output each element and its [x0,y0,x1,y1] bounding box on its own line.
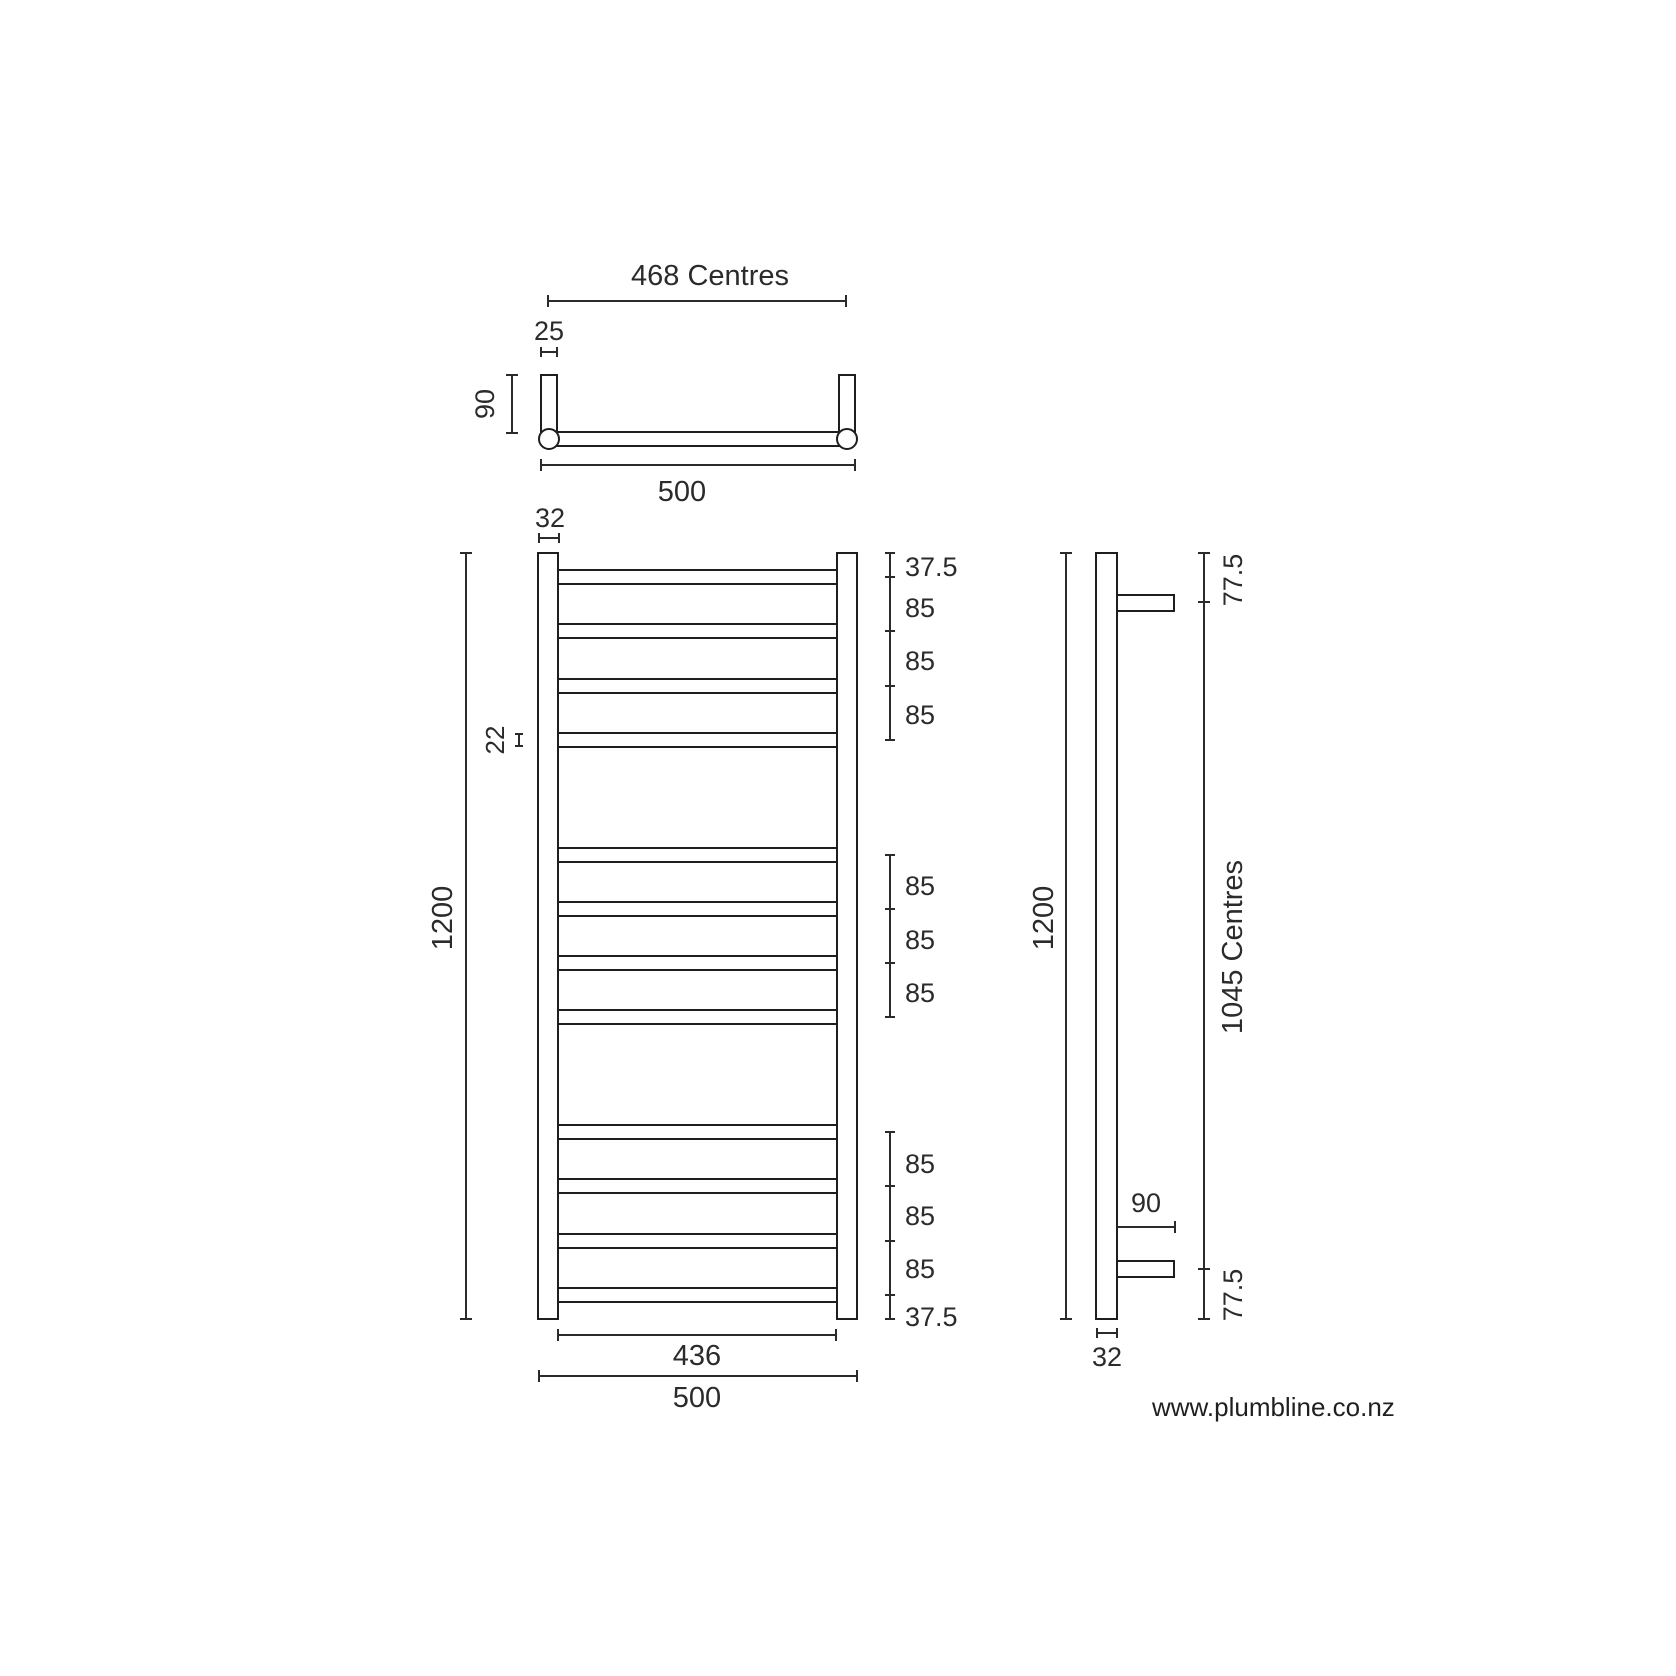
spacing-label: 85 [905,593,935,623]
inner-width-dimension: 436 [557,1329,837,1372]
towel-bar [557,1178,838,1194]
depth-label: 90 [470,389,500,419]
side-height-dimension: 1200 [1028,552,1072,1320]
top-width-dimension: 500 [540,459,856,508]
left-rail-section [538,428,560,450]
centres-label: 468 Centres [631,260,789,292]
spacing-label: 85 [905,978,935,1008]
projection-label: 90 [1131,1188,1161,1218]
right-rail [836,552,858,1320]
left-rail [537,552,559,1320]
towel-bar [557,901,838,917]
inner-width-label: 436 [673,1340,721,1372]
post-width-dimension: 32 [1092,1328,1122,1372]
rail-width-label: 32 [535,503,565,533]
front-view: 32 1200 22 [427,503,958,1414]
rail-width-dimension: 32 [535,503,565,533]
right-bracket [838,374,856,438]
spacing-label: 85 [905,871,935,901]
spacing-dimensions-top: 37.5 85 85 85 [885,552,958,741]
top-offset-label: 77.5 [1218,554,1248,607]
top-view: 468 Centres 25 90 500 [470,260,858,508]
right-rail-section [836,428,858,450]
top-width-label: 500 [658,476,706,508]
towel-bar [557,1124,838,1140]
depth-dimension: 90 [470,374,518,434]
towel-bar [557,678,838,694]
spacing-dimensions-middle: 85 85 85 [885,854,935,1018]
projection-dimension: 90 [1117,1188,1176,1233]
bottom-offset-label: 77.5 [1218,1269,1248,1322]
front-height-dimension: 1200 [427,552,472,1320]
spacing-label: 85 [905,646,935,676]
towel-bars [557,569,838,1303]
spacing-label: 37.5 [905,552,958,582]
bracket-width-label: 25 [534,316,564,346]
side-centres-dimension: 77.5 1045 Centres 77.5 [1198,552,1249,1322]
spacing-label: 85 [905,700,935,730]
spacing-label: 85 [905,1254,935,1284]
spacing-label: 37.5 [905,1302,958,1332]
towel-bar [557,847,838,863]
bracket-width-dimension: 25 [534,316,564,357]
towel-bar [557,1009,838,1025]
towel-bar [557,569,838,585]
side-height-label: 1200 [1028,886,1060,951]
website-link[interactable]: www.plumbline.co.nz [1152,1392,1395,1422]
towel-bar [557,732,838,748]
towel-bar [557,955,838,971]
front-width-dimension: 500 [538,1370,858,1414]
top-bar [551,431,845,447]
centres-dimension: 468 Centres [547,260,847,307]
front-width-label: 500 [673,1382,721,1414]
side-post [1095,552,1118,1320]
left-bracket [540,374,558,438]
bar-height-dimension: 22 [480,726,523,755]
spacing-dimensions-bottom: 85 85 85 37.5 [885,1131,958,1332]
towel-bar [557,1233,838,1249]
towel-bar [557,623,838,639]
towel-bar [557,1287,838,1303]
post-width-label: 32 [1092,1342,1122,1372]
bar-height-label: 22 [480,726,510,755]
side-centres-label: 1045 Centres [1217,860,1249,1034]
side-view: 1200 77.5 1045 Centres 77.5 90 32 [1028,552,1249,1372]
front-height-label: 1200 [427,886,459,951]
top-wall-bracket [1116,594,1175,612]
bottom-wall-bracket [1116,1260,1175,1278]
spacing-label: 85 [905,1201,935,1231]
spacing-label: 85 [905,925,935,955]
spacing-label: 85 [905,1149,935,1179]
